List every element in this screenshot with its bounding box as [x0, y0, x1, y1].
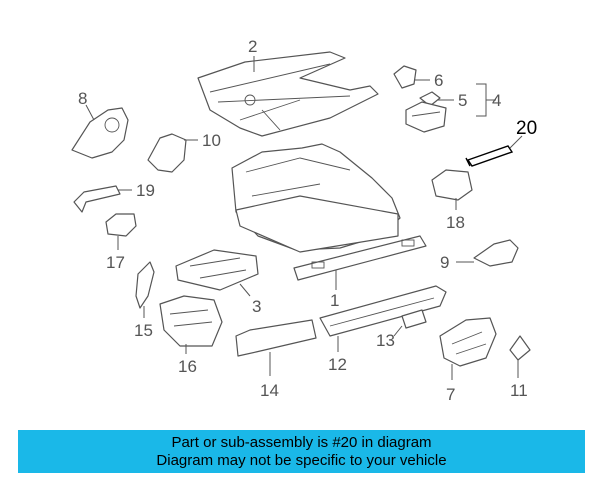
callout-1: 1: [330, 291, 339, 310]
part-2-seat-track[interactable]: [197, 51, 379, 137]
callout-10: 10: [202, 131, 221, 150]
parts-diagram: 2 8 10 19 17 1 3: [71, 37, 537, 404]
callout-20: 20: [516, 118, 537, 139]
part-16-tray[interactable]: [159, 295, 223, 347]
part-12-side-panel[interactable]: [319, 285, 447, 337]
part-10-bracket[interactable]: [147, 133, 187, 173]
part-1-rail[interactable]: [293, 235, 427, 281]
leader-4: [476, 83, 496, 117]
callout-14: 14: [260, 381, 279, 400]
callout-16: 16: [178, 357, 197, 376]
callout-13: 13: [376, 331, 395, 350]
callout-9: 9: [440, 253, 449, 272]
callout-6: 6: [434, 71, 443, 90]
part-4-switch-assembly[interactable]: [405, 101, 447, 133]
part-14-trim[interactable]: [235, 319, 317, 357]
leader-8: [85, 104, 95, 121]
callout-8: 8: [78, 89, 87, 108]
part-18-housing[interactable]: [431, 169, 473, 201]
part-9-bracket[interactable]: [473, 239, 519, 267]
callout-2: 2: [248, 37, 257, 56]
part-17-clip[interactable]: [105, 213, 137, 237]
callout-19: 19: [136, 181, 155, 200]
seat-frame-assembly: [231, 143, 401, 253]
part-3-plate[interactable]: [175, 249, 259, 291]
part-20-rod[interactable]: [465, 145, 514, 167]
callout-5: 5: [458, 91, 467, 110]
leader-3: [239, 283, 251, 297]
callout-4: 4: [492, 91, 501, 110]
part-6-knob[interactable]: [393, 65, 417, 89]
part-8-side-cover[interactable]: [71, 107, 129, 159]
leader-20: [509, 135, 523, 149]
banner-line-2: Diagram may not be specific to your vehi…: [156, 451, 447, 469]
callout-11: 11: [510, 381, 528, 400]
part-13-cap[interactable]: [401, 309, 427, 329]
callout-7: 7: [446, 385, 455, 404]
callout-12: 12: [328, 355, 347, 374]
callout-15: 15: [134, 321, 153, 340]
callout-3: 3: [252, 297, 261, 316]
part-19-handle[interactable]: [73, 185, 121, 213]
part-7-shield[interactable]: [439, 317, 497, 367]
part-11-cover[interactable]: [509, 335, 531, 361]
callout-17: 17: [106, 253, 125, 272]
part-15-bracket[interactable]: [135, 261, 155, 309]
banner-line-1: Part or sub-assembly is #20 in diagram: [171, 433, 432, 451]
leader-13: [393, 325, 403, 337]
info-banner: Part or sub-assembly is #20 in diagram D…: [18, 430, 585, 473]
callout-18: 18: [446, 213, 465, 232]
